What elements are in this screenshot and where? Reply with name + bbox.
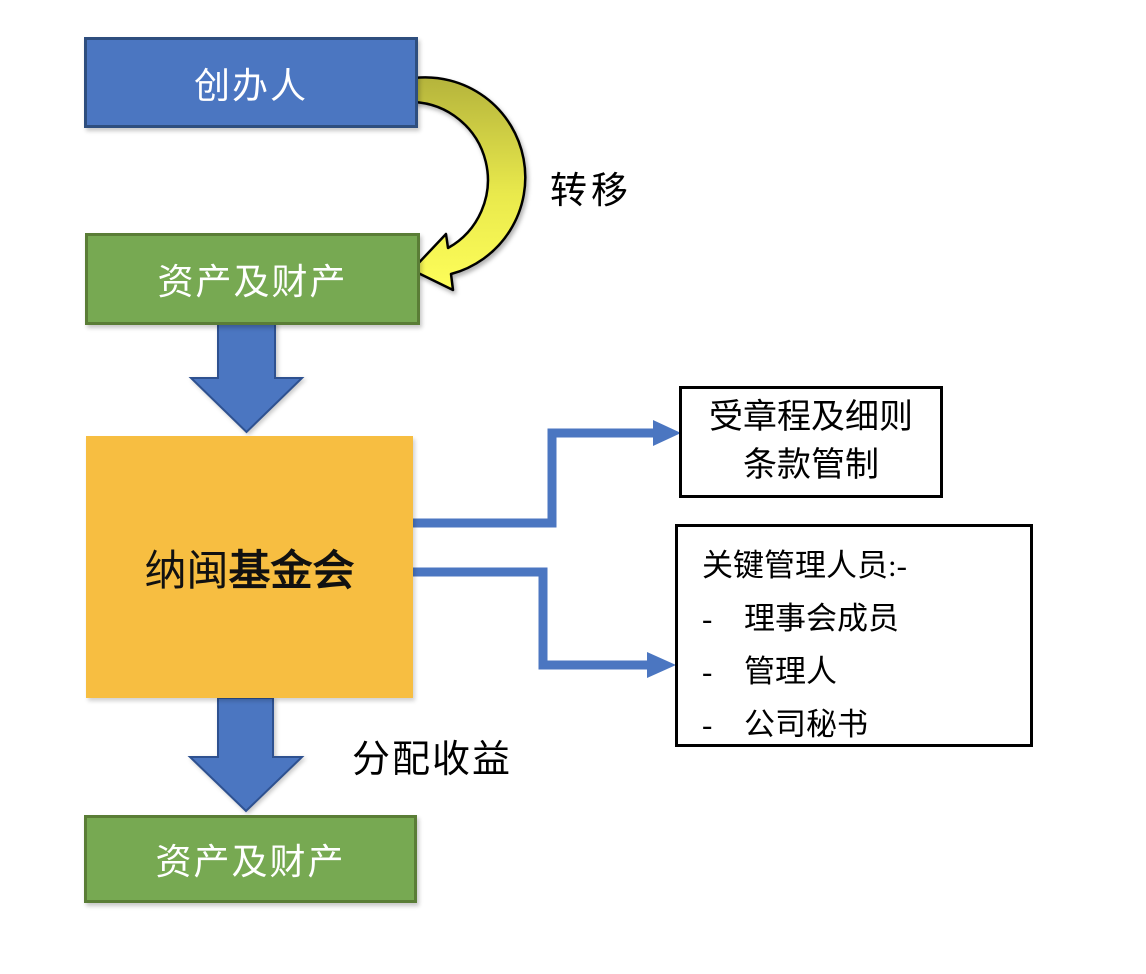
bullet-dash: -: [702, 601, 713, 636]
key-personnel-node: 关键管理人员:- -理事会成员 -管理人 -公司秘书: [675, 524, 1033, 747]
down-arrow-top-icon: [188, 322, 305, 434]
foundation-node: 纳闽基金会: [86, 436, 413, 698]
foundation-label-part2: 基金会: [228, 546, 355, 594]
governance-line2: 条款管制: [743, 447, 879, 484]
transfer-edge-label: 转移: [550, 171, 632, 212]
key-personnel-item: -公司秘书: [702, 698, 1020, 751]
foundation-label-part1: 纳闽: [144, 548, 229, 595]
bullet-dash: -: [702, 707, 713, 742]
distribution-edge-label: 分配收益: [352, 739, 513, 781]
connector-governance-icon: [413, 420, 681, 528]
assets-bottom-label: 资产及财产: [155, 842, 346, 882]
key-personnel-item-label: 公司秘书: [744, 707, 868, 742]
key-personnel-item-label: 理事会成员: [744, 601, 899, 636]
bullet-dash: -: [702, 654, 713, 689]
founder-node: 创办人: [84, 37, 418, 128]
transfer-curved-arrow-icon: [410, 76, 527, 292]
assets-top-label: 资产及财产: [157, 262, 348, 302]
governance-node: 受章程及细则 条款管制: [679, 386, 943, 498]
key-personnel-title: 关键管理人员:-: [702, 548, 907, 583]
connector-key-personnel-icon: [413, 567, 676, 678]
key-personnel-item-label: 管理人: [744, 654, 837, 689]
down-arrow-bottom-icon: [187, 697, 305, 813]
founder-label: 创办人: [193, 65, 308, 106]
assets-bottom-node: 资产及财产: [84, 815, 417, 903]
governance-line1: 受章程及细则: [709, 398, 913, 436]
assets-top-node: 资产及财产: [85, 233, 420, 325]
key-personnel-item: -理事会成员: [702, 592, 1020, 645]
key-personnel-item: -管理人: [702, 645, 1020, 698]
